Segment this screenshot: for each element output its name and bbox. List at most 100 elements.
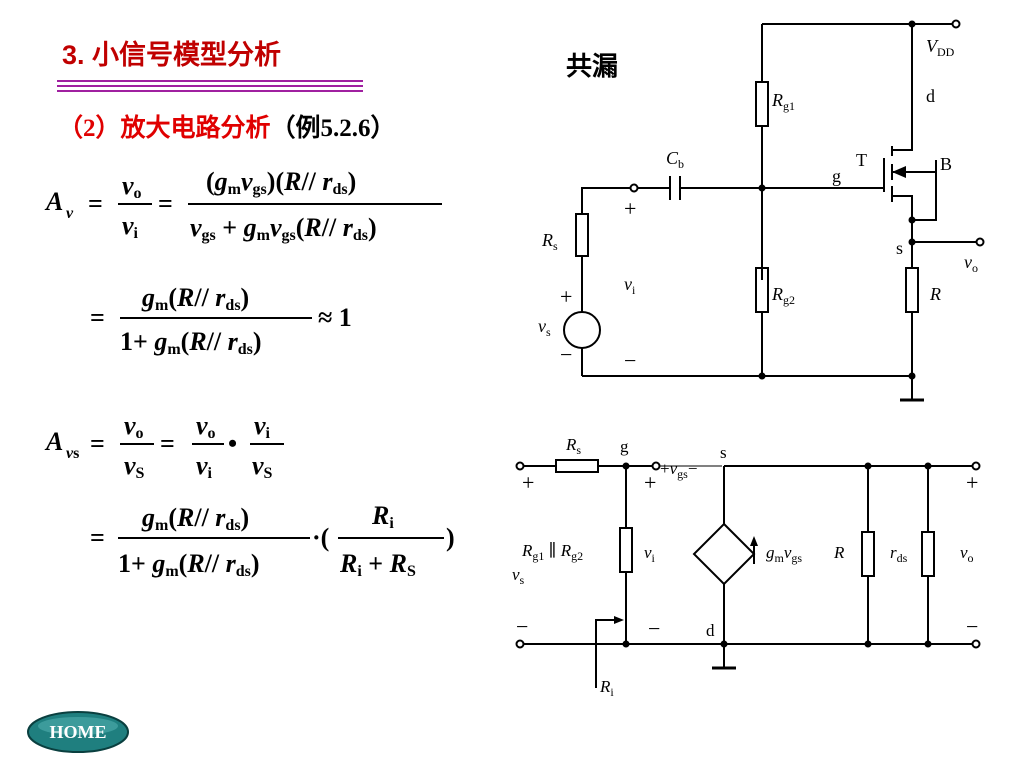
rg2-label: Rg2	[771, 284, 795, 307]
av-numerator: (gmvgs)(R// rds)	[206, 167, 356, 198]
equals-sign: =	[88, 189, 103, 218]
equals-sign: =	[90, 303, 105, 332]
rs-label: Rs	[541, 230, 558, 253]
junction-dot	[720, 640, 728, 648]
av-equation: A v = o vo vi = (gmvgs)(R// rds) vgs + g…	[44, 167, 442, 244]
r-resistor	[861, 531, 875, 577]
g-label: g	[620, 437, 629, 456]
small-signal-circuit: Rs g s +vgs− + + + Rg1 ∥ Rg2 vi gmvgs R …	[512, 435, 981, 699]
rs-resistor	[575, 213, 589, 257]
rg1-label: Rg1	[771, 90, 795, 113]
rs-resistor	[555, 459, 599, 473]
home-button[interactable]: HOME	[26, 710, 130, 754]
av-simplified-den: 1+ gm(R// rds)	[120, 327, 262, 358]
out-plus: +	[966, 470, 978, 495]
avs-lhs-sub: vs	[66, 445, 79, 462]
input-minus: −	[624, 348, 636, 373]
av-denominator: vgs + gmvgs(R// rds)	[190, 213, 377, 244]
rds-resistor	[921, 531, 935, 577]
rs-label: Rs	[565, 435, 581, 457]
gate-label: g	[832, 166, 841, 186]
drain-label: d	[926, 86, 935, 106]
vdd-terminal	[951, 19, 961, 29]
body-arrow-icon	[892, 166, 906, 178]
equals-sign: =	[158, 189, 173, 218]
rg-label: Rg1 ∥ Rg2	[521, 541, 583, 563]
junction-dot	[864, 640, 872, 648]
ri-label: Ri	[599, 677, 614, 699]
common-drain-circuit: VDD d Rg1 Rg2 Cb g T B s vo R Rs vi vs +…	[538, 19, 985, 402]
section-title: 3. 小信号模型分析	[62, 40, 282, 70]
avs-lhs: A	[44, 427, 63, 456]
dependent-source	[692, 522, 756, 586]
subtitle: （2）放大电路分析（例5.2.6）	[58, 108, 396, 144]
dot-paren: ·(	[312, 523, 329, 552]
cb-label: Cb	[666, 148, 684, 171]
junction-dot	[924, 640, 932, 648]
r-resistor	[905, 267, 919, 313]
junction-dot	[622, 640, 630, 648]
av-lhs: A	[44, 187, 63, 216]
arrow-up-icon	[750, 536, 758, 546]
ri-num: Ri	[371, 501, 394, 532]
subtitle-example: （例5.2.6）	[270, 115, 396, 142]
vo-num: vo	[124, 411, 144, 442]
av-simplified: = gm(R// rds) 1+ gm(R// rds) ≈ 1	[90, 283, 352, 358]
vi-num: vi	[254, 411, 271, 442]
av-lhs-sub: v	[66, 205, 74, 222]
gate-terminal	[651, 461, 661, 471]
avs-equation: A vs = vo vS = vo vi • vi vS = gm(R// rd…	[44, 411, 455, 580]
circuit-type-label: 共漏	[566, 52, 619, 81]
subtitle-prefix: （2）放大电路分析	[58, 115, 271, 142]
gm-vgs-label: gmvgs	[766, 543, 802, 565]
in-minus: −	[516, 614, 528, 639]
vi-denominator: vi	[122, 211, 139, 242]
out-terminal	[971, 461, 981, 471]
av-simplified-num: gm(R// rds)	[141, 283, 249, 314]
junction-dot	[908, 216, 916, 224]
equals-sign: =	[90, 429, 105, 458]
avs-den: 1+ gm(R// rds)	[118, 549, 260, 580]
transistor-label: T	[856, 150, 867, 170]
rds-label: rds	[890, 543, 908, 565]
input-terminal	[629, 183, 639, 193]
out-gnd-terminal	[971, 639, 981, 649]
approx-one: ≈ 1	[318, 303, 352, 332]
out-minus: −	[966, 614, 978, 639]
output-terminal	[975, 237, 985, 247]
g-plus: +	[644, 470, 656, 495]
input-plus: +	[624, 196, 636, 221]
vi-den: vi	[196, 451, 213, 482]
in-terminal	[515, 461, 525, 471]
source-label: s	[896, 238, 903, 258]
home-label: HOME	[50, 722, 107, 742]
vo-num-2: vo	[196, 411, 216, 442]
rg1-resistor	[755, 81, 769, 127]
equals-sign: =	[90, 523, 105, 552]
junction-dot	[908, 238, 916, 246]
dot-operator: •	[228, 429, 237, 458]
rg-resistor	[619, 527, 633, 573]
close-paren: )	[446, 523, 455, 552]
source-plus: +	[560, 284, 572, 309]
vdd-label: VDD	[926, 36, 955, 59]
arrow-right-icon	[614, 616, 624, 624]
junction-dot	[924, 462, 932, 470]
in-gnd-terminal	[515, 639, 525, 649]
vs-label: vs	[512, 565, 525, 587]
title-underline-3	[57, 90, 363, 92]
vi-label: vi	[644, 543, 656, 565]
s-label: s	[720, 443, 727, 462]
title-underline-2	[57, 85, 363, 87]
d-label: d	[706, 621, 715, 640]
formula-panel: A v = o vo vi = (gmvgs)(R// rds) vgs + g…	[44, 167, 455, 580]
r-label: R	[929, 284, 941, 304]
vS-den-2: vS	[252, 451, 273, 482]
ri-rs-den: Ri + RS	[339, 549, 416, 580]
body-label: B	[940, 154, 952, 174]
source-minus: −	[560, 342, 572, 367]
avs-num: gm(R// rds)	[141, 503, 249, 534]
junction-dot	[758, 184, 766, 192]
title-underline	[57, 80, 363, 82]
junction-dot	[908, 372, 916, 380]
